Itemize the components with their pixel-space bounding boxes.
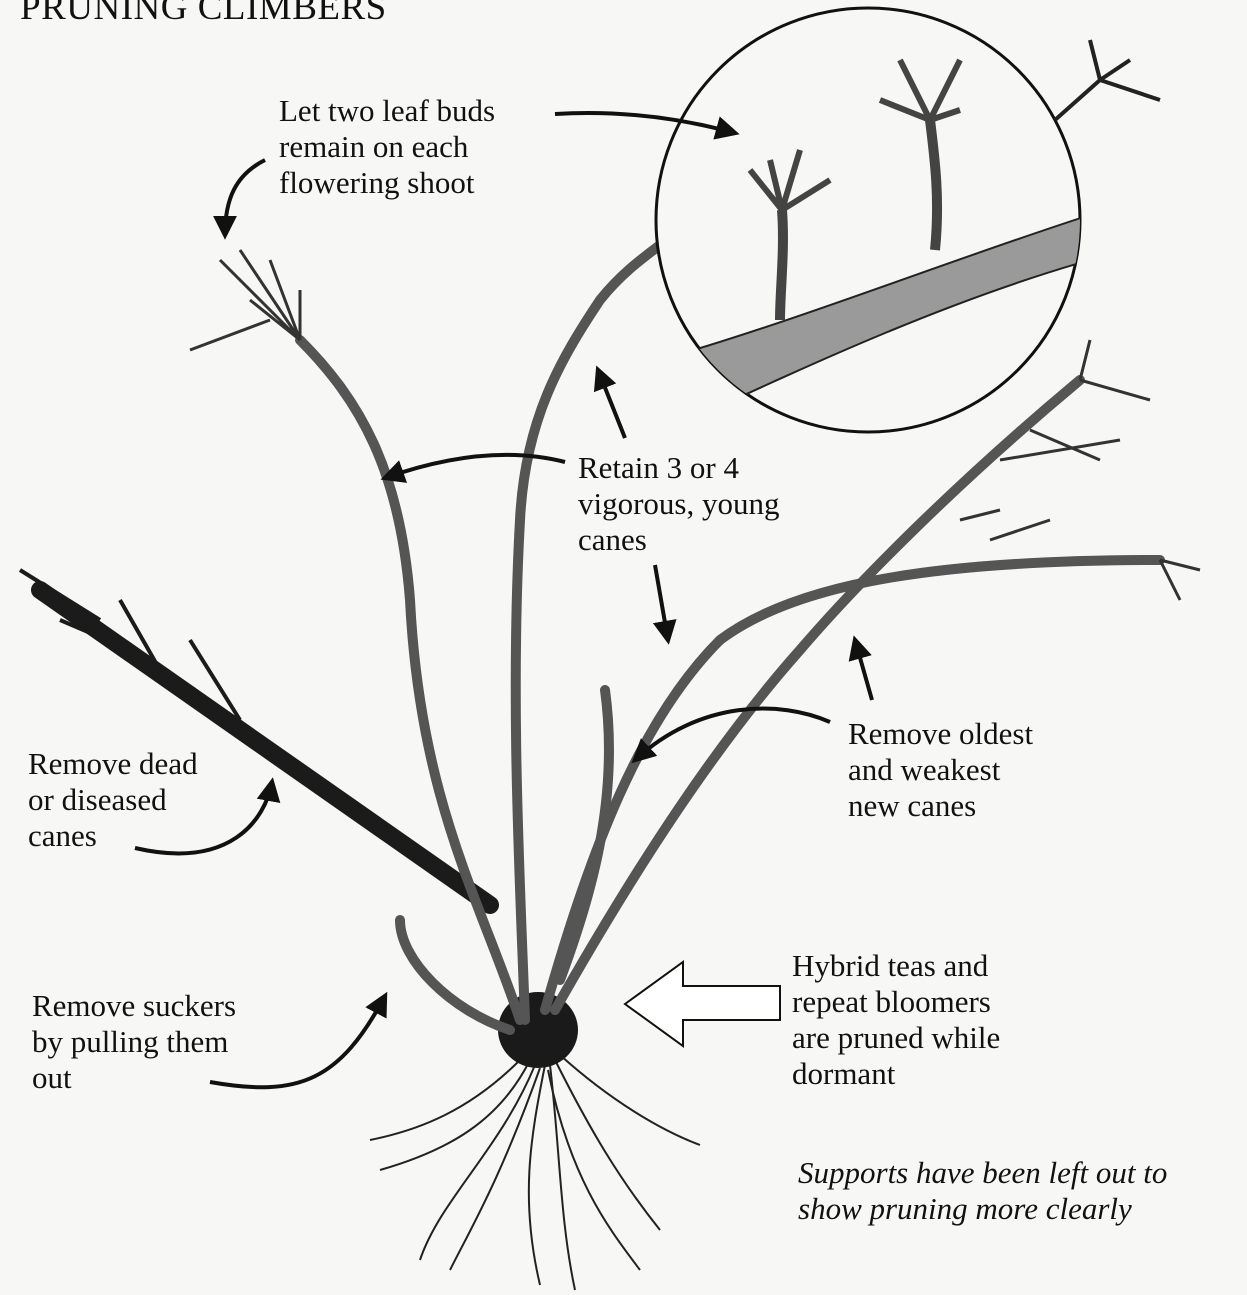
label-remove-oldest: Remove oldest and weakest new canes	[848, 716, 1033, 824]
supports-note: Supports have been left out to show prun…	[798, 1155, 1167, 1227]
label-remove-dead: Remove dead or diseased canes	[28, 746, 198, 854]
label-leaf-buds: Let two leaf buds remain on each floweri…	[279, 93, 495, 201]
arrow-to-bud	[225, 160, 265, 235]
arrow-retain-down	[655, 565, 668, 640]
page-title: PRUNING CLIMBERS	[20, 0, 387, 29]
arrow-oldest-up	[855, 640, 872, 700]
label-hybrid-teas: Hybrid teas and repeat bloomers are prun…	[792, 948, 1000, 1092]
arrow-retain-up	[598, 370, 625, 438]
arrow-retain-left	[385, 455, 565, 478]
arrow-suckers	[210, 996, 385, 1087]
roots	[370, 1055, 700, 1290]
hybrid-arrow-icon	[625, 962, 780, 1046]
label-retain-canes: Retain 3 or 4 vigorous, young canes	[578, 450, 780, 558]
dead-cane	[20, 570, 490, 905]
label-remove-suckers: Remove suckers by pulling them out	[32, 988, 236, 1096]
